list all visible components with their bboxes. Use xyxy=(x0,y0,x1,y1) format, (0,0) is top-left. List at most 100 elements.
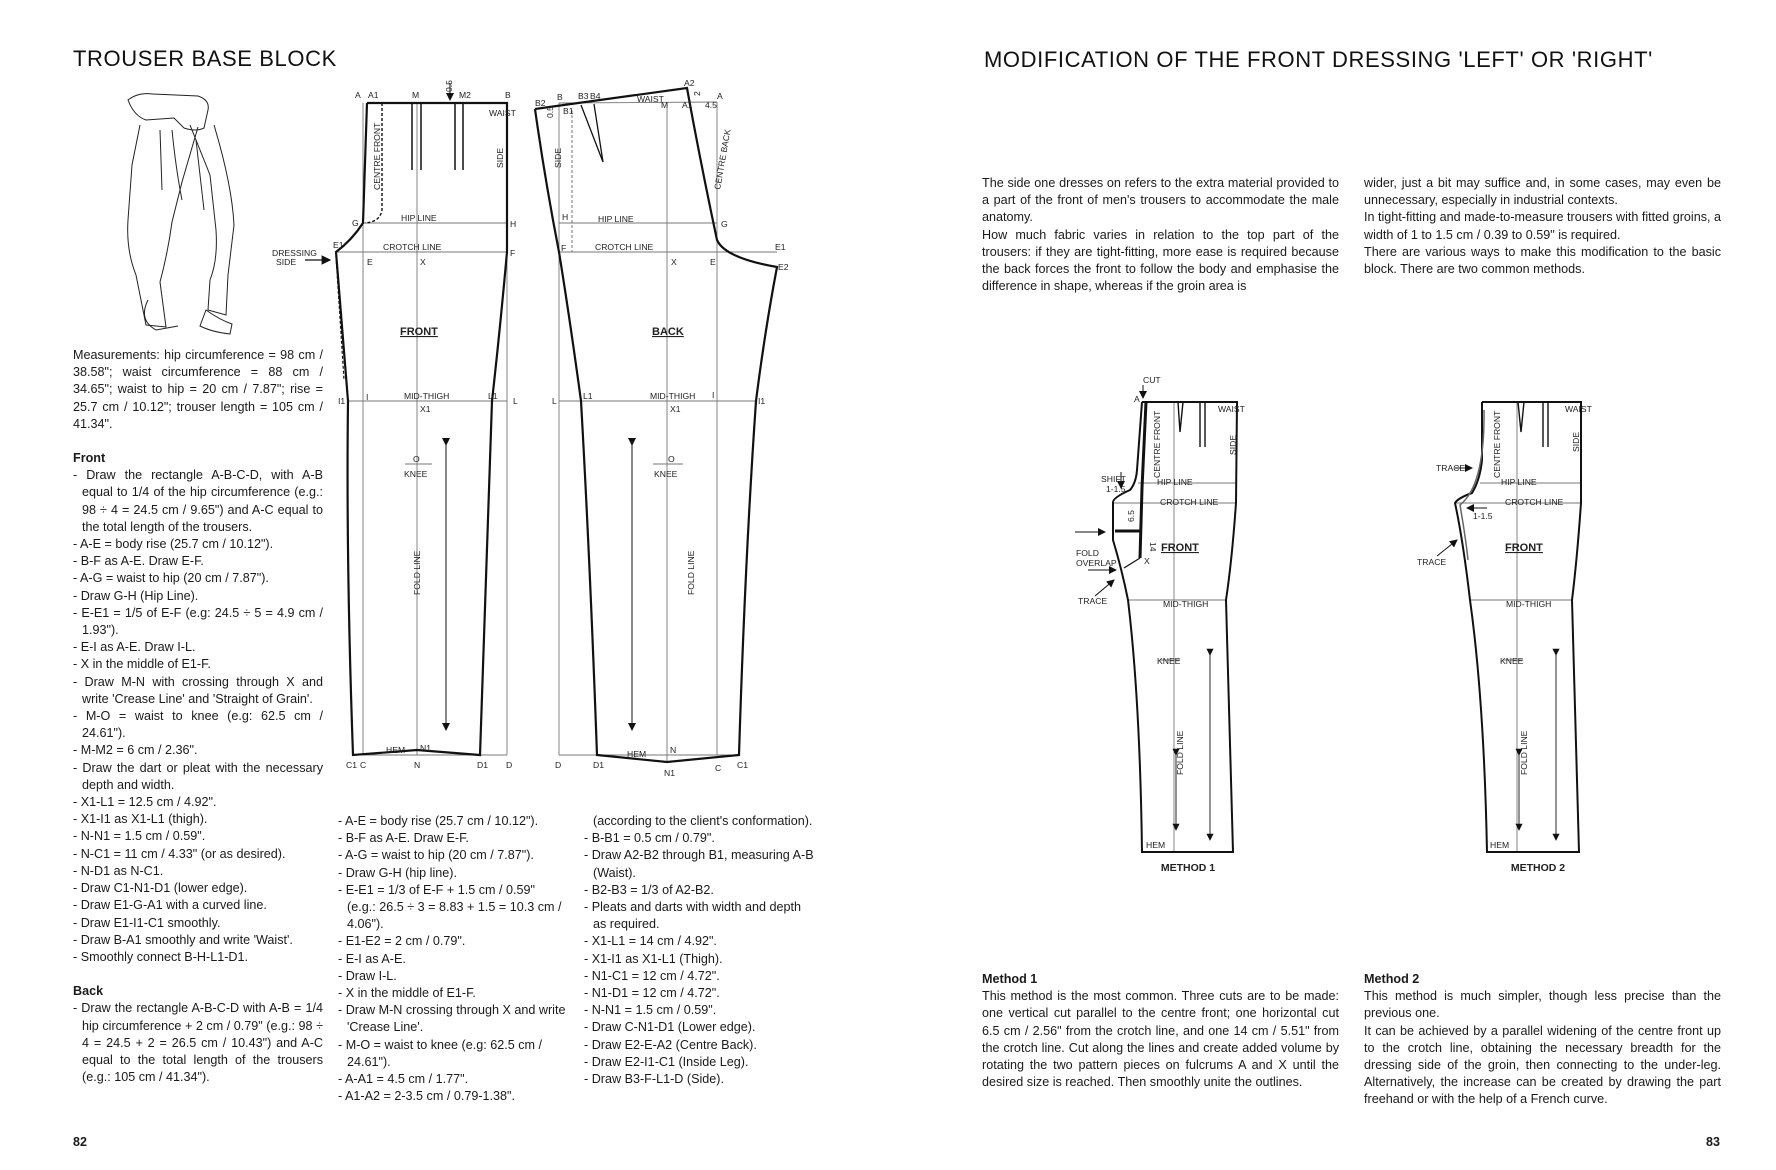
back-steps-list: Draw the rectangle A-B-C-D with A-B = 1/… xyxy=(73,1000,323,1086)
list-item: N-C1 = 11 cm / 4.33" (or as desired). xyxy=(73,846,323,863)
centre-front-label: CENTRE FRONT xyxy=(1152,410,1162,478)
point-label: B xyxy=(505,90,511,100)
list-item: E-E1 = 1/3 of E-F + 1.5 cm / 0.59" (e.g.… xyxy=(338,882,566,934)
point-label: N1 xyxy=(420,743,431,753)
trace-label: TRACE xyxy=(1078,596,1107,606)
list-item: Draw E1-G-A1 with a curved line. xyxy=(73,897,323,914)
point-label: D1 xyxy=(477,760,488,770)
list-item: A-A1 = 4.5 cm / 1.77". xyxy=(338,1071,566,1088)
centre-back-label: CENTRE BACK xyxy=(712,128,733,190)
hem-label: HEM xyxy=(1146,840,1165,850)
list-item: B-B1 = 0.5 cm / 0.79". xyxy=(584,830,816,847)
method-1-drawing: CUT A SHIFT 1-1.5 6.5 14 X FOLD OVERLAP … xyxy=(1075,375,1246,874)
list-item: M-O = waist to knee (e.g: 62.5 cm / 24.6… xyxy=(338,1037,566,1071)
point-label: 0.5 xyxy=(545,106,555,118)
list-item: N-N1 = 1.5 cm / 0.59". xyxy=(73,828,323,845)
point-x-label: X xyxy=(1144,556,1150,566)
list-item: B2-B3 = 1/3 of A2-B2. xyxy=(584,882,816,899)
method-1-text: Method 1 This method is the most common.… xyxy=(982,971,1339,1091)
intro-paragraph: In tight-fitting and made-to-measure tro… xyxy=(1364,210,1721,242)
intro-column-2: wider, just a bit may suffice and, in so… xyxy=(1364,175,1721,278)
point-label: C xyxy=(715,763,721,773)
list-item: Draw G-H (hip line). xyxy=(338,865,566,882)
dressing-side-label: SIDE xyxy=(276,257,296,267)
list-item: Draw the rectangle A-B-C-D with A-B = 1/… xyxy=(73,1000,323,1086)
list-item: A1-A2 = 2-3.5 cm / 0.79-1.38". xyxy=(338,1088,566,1105)
mid-thigh-label: MID-THIGH xyxy=(404,391,449,401)
mid-thigh-label: MID-THIGH xyxy=(650,391,695,401)
point-label: I xyxy=(712,390,714,400)
point-label: X xyxy=(420,257,426,267)
list-item: N1-C1 = 12 cm / 4.72". xyxy=(584,968,816,985)
knee-label: KNEE xyxy=(404,469,428,479)
side-label: SIDE xyxy=(495,148,505,168)
hip-line-label: HIP LINE xyxy=(598,214,634,224)
list-item: A-G = waist to hip (20 cm / 7.87"). xyxy=(338,847,566,864)
list-item: Draw B-A1 smoothly and write 'Waist'. xyxy=(73,932,323,949)
list-item: Draw C1-N1-D1 (lower edge). xyxy=(73,880,323,897)
list-item: Pleats and darts with width and depth as… xyxy=(584,899,816,933)
shift-label: SHIFT xyxy=(1101,474,1127,484)
mid-thigh-label: MID-THIGH xyxy=(1506,599,1551,609)
page-number-right: 83 xyxy=(1706,1135,1720,1149)
point-label: O xyxy=(668,454,675,464)
list-item: Draw E2-I1-C1 (Inside Leg). xyxy=(584,1054,816,1071)
list-item: X1-I1 as X1-L1 (thigh). xyxy=(73,811,323,828)
page-title-left: TROUSER BASE BLOCK xyxy=(73,46,337,71)
method-2-caption: METHOD 2 xyxy=(1511,862,1565,874)
list-item: Draw E2-E-A2 (Centre Back). xyxy=(584,1037,816,1054)
point-label: I1 xyxy=(758,396,765,406)
list-item: Draw I-L. xyxy=(338,968,566,985)
crotch-line-label: CROTCH LINE xyxy=(383,242,442,252)
point-label: O xyxy=(413,454,420,464)
side-label: SIDE xyxy=(1571,432,1581,452)
front-title: FRONT xyxy=(400,326,438,338)
list-item: Draw M-N with crossing through X and wri… xyxy=(73,674,323,708)
front-title: FRONT xyxy=(1161,542,1199,554)
point-label: M xyxy=(661,100,668,110)
fold-line-label: FOLD LINE xyxy=(412,550,422,595)
dressing-side-label: DRESSING xyxy=(272,248,317,258)
fold-overlap-label: FOLD xyxy=(1076,548,1099,558)
list-item: Draw A2-B2 through B1, measuring A-B (Wa… xyxy=(584,847,816,881)
point-label: E1 xyxy=(333,240,344,250)
back-steps-continuation: (according to the client's conformation)… xyxy=(593,814,813,828)
point-label: B1 xyxy=(563,106,574,116)
page-number-left: 82 xyxy=(73,1135,87,1149)
list-item: N-D1 as N-C1. xyxy=(73,863,323,880)
hem-label: HEM xyxy=(627,749,646,759)
method-2-body: It can be achieved by a parallel widenin… xyxy=(1364,1023,1721,1107)
back-steps-column-2: A-E = body rise (25.7 cm / 10.12").B-F a… xyxy=(338,813,566,1105)
hip-line-label: HIP LINE xyxy=(401,213,437,223)
intro-paragraph: How much fabric varies in relation to th… xyxy=(982,227,1339,294)
list-item: X1-I1 as X1-L1 (Thigh). xyxy=(584,951,816,968)
crotch-line-label: CROTCH LINE xyxy=(595,242,654,252)
list-item: X in the middle of E1-F. xyxy=(338,985,566,1002)
point-label: G xyxy=(352,218,359,228)
point-label: H xyxy=(562,212,568,222)
back-pattern-drawing: BACK HIP LINE CROTCH LINE MID-THIGH KNEE… xyxy=(533,78,789,778)
list-item: Draw E1-I1-C1 smoothly. xyxy=(73,915,323,932)
point-label: E xyxy=(710,257,716,267)
waist-label: WAIST xyxy=(637,94,665,104)
point-label: D xyxy=(506,760,512,770)
point-label: I xyxy=(366,392,368,402)
intro-paragraph: There are various ways to make this modi… xyxy=(1364,244,1721,277)
back-steps-list-2: A-E = body rise (25.7 cm / 10.12").B-F a… xyxy=(338,813,566,1105)
front-pattern-drawing: FRONT HIP LINE CROTCH LINE MID-THIGH KNE… xyxy=(272,80,518,770)
point-label: L xyxy=(513,396,518,406)
knee-label: KNEE xyxy=(1500,656,1524,666)
list-item: A-G = waist to hip (20 cm / 7.87"). xyxy=(73,570,323,587)
cut-label: CUT xyxy=(1143,375,1161,385)
list-item: Draw G-H (Hip Line). xyxy=(73,588,323,605)
list-item: E1-E2 = 2 cm / 0.79". xyxy=(338,933,566,950)
point-label: E xyxy=(367,257,373,267)
hem-label: HEM xyxy=(386,745,405,755)
point-label: X1 xyxy=(420,404,431,414)
side-label: SIDE xyxy=(553,148,563,168)
list-item: Draw B3-F-L1-D (Side). xyxy=(584,1071,816,1088)
knee-label: KNEE xyxy=(1157,656,1181,666)
mid-thigh-label: MID-THIGH xyxy=(1163,599,1208,609)
point-label: L1 xyxy=(488,391,498,401)
point-label: L1 xyxy=(583,391,593,401)
